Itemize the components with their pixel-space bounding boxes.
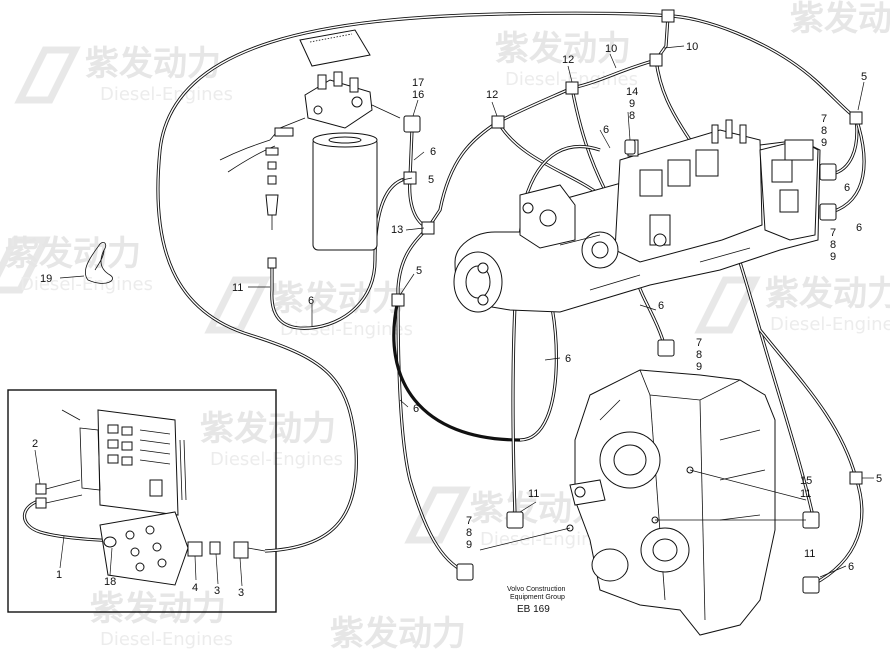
filter-plate xyxy=(299,29,371,67)
callout-5: 5 xyxy=(428,174,434,186)
callout-6: 6 xyxy=(856,222,862,234)
callout-3: 3 xyxy=(238,587,244,599)
callout-8: 8 xyxy=(466,527,472,539)
connector-11-lower xyxy=(802,576,820,594)
callout-9: 9 xyxy=(696,361,702,373)
connector-pump xyxy=(657,339,675,357)
callout-8: 8 xyxy=(830,239,836,251)
connector-14-9-8 xyxy=(624,139,636,155)
callout-6: 6 xyxy=(430,146,436,158)
callout-1: 1 xyxy=(56,569,62,581)
watermark-text: 紫发动力 xyxy=(90,589,226,629)
callout-6: 6 xyxy=(413,403,419,415)
watermark-subtext: Diesel-Engines xyxy=(480,529,613,550)
callout-15: 15 xyxy=(800,475,812,487)
callout-9: 9 xyxy=(629,98,635,110)
callout-5: 5 xyxy=(861,71,867,83)
fuel-filter-assembly xyxy=(219,29,401,269)
callout-7: 7 xyxy=(466,515,472,527)
callout-16: 16 xyxy=(412,89,424,101)
watermark: 紫发动力 Diesel-Engines 紫发动力 Diesel-Engines … xyxy=(0,0,890,654)
callout-8: 8 xyxy=(629,110,635,122)
branch-joints xyxy=(391,9,863,485)
watermark-text: 紫发动力 xyxy=(200,409,336,449)
watermark-text: 紫发动力 xyxy=(270,279,406,319)
callout-17: 17 xyxy=(412,77,424,89)
callout-19: 19 xyxy=(40,273,52,285)
detail-inset-frame xyxy=(7,389,277,613)
watermark-text: 紫发动力 xyxy=(85,44,221,84)
callout-13: 13 xyxy=(391,224,403,236)
callout-4: 4 xyxy=(192,582,198,594)
callout-11: 11 xyxy=(800,488,811,500)
caption-group: Equipment Group xyxy=(510,594,565,601)
callout-10: 10 xyxy=(605,43,617,55)
watermark-subtext: Diesel-Engines xyxy=(770,314,890,335)
callout-6: 6 xyxy=(848,561,854,573)
callout-6: 6 xyxy=(603,124,609,136)
callout-11: 11 xyxy=(528,488,539,500)
hydraulic-pump-assembly xyxy=(453,119,821,313)
callout-3: 3 xyxy=(214,585,220,597)
watermark-text: 紫发动力 xyxy=(5,234,141,274)
connector-7-8-9 xyxy=(456,563,474,581)
watermark-subtext: Diesel-Engines xyxy=(20,274,153,295)
callout-18: 18 xyxy=(104,576,116,588)
watermark-text: 紫发动力 xyxy=(790,0,890,39)
callout-7: 7 xyxy=(696,337,702,349)
watermark-text: 紫发动力 xyxy=(330,614,466,654)
callout-5: 5 xyxy=(876,473,882,485)
callout-8: 8 xyxy=(821,125,827,137)
nut xyxy=(187,541,203,557)
leader-lines xyxy=(34,45,874,587)
callout-6: 6 xyxy=(565,353,571,365)
callout-10: 10 xyxy=(686,41,698,53)
callout-2: 2 xyxy=(32,438,38,450)
connector-17-16 xyxy=(403,115,421,133)
watermark-text: 紫发动力 xyxy=(765,274,890,314)
connector-11 xyxy=(506,511,524,529)
connectors xyxy=(403,115,837,594)
caption-code: EB 169 xyxy=(517,604,550,615)
caption-company: Volvo Construction xyxy=(507,586,565,593)
drawing-caption: Volvo Construction Equipment Group EB 16… xyxy=(507,586,565,615)
callout-9: 9 xyxy=(830,251,836,263)
callout-7: 7 xyxy=(830,227,836,239)
fuel-filter-canister xyxy=(312,137,378,251)
callout-6: 6 xyxy=(308,295,314,307)
callout-labels: 17 16 6 5 13 5 11 6 19 12 12 10 10 14 9 … xyxy=(32,41,882,599)
watermark-subtext: Diesel-Engines xyxy=(100,629,233,650)
watermark-subtext: Diesel-Engines xyxy=(100,84,233,105)
callout-9: 9 xyxy=(821,137,827,149)
connector-nut xyxy=(233,541,249,559)
sensor-probe xyxy=(265,194,279,216)
callout-6: 6 xyxy=(658,300,664,312)
callout-6: 6 xyxy=(844,182,850,194)
callout-11: 11 xyxy=(232,282,243,294)
cable-tie xyxy=(84,242,113,284)
connector-valve-a xyxy=(819,163,837,181)
callout-5: 5 xyxy=(416,265,422,277)
callout-7: 7 xyxy=(821,113,827,125)
transmission-housing xyxy=(566,369,776,636)
watermark-logo-icon xyxy=(0,46,761,544)
callout-9: 9 xyxy=(466,539,472,551)
grommet xyxy=(103,536,117,548)
callout-11: 11 xyxy=(804,548,815,560)
watermark-text: 紫发动力 xyxy=(495,29,631,69)
callout-8: 8 xyxy=(696,349,702,361)
connector-valve-b xyxy=(819,203,837,221)
washer xyxy=(209,541,221,555)
callout-14: 14 xyxy=(626,86,638,98)
callout-12: 12 xyxy=(486,89,498,101)
inset-detail xyxy=(35,409,266,586)
watermark-subtext: Diesel-Engines xyxy=(280,319,413,340)
grommet-plate xyxy=(99,511,189,586)
callout-12: 12 xyxy=(562,54,574,66)
